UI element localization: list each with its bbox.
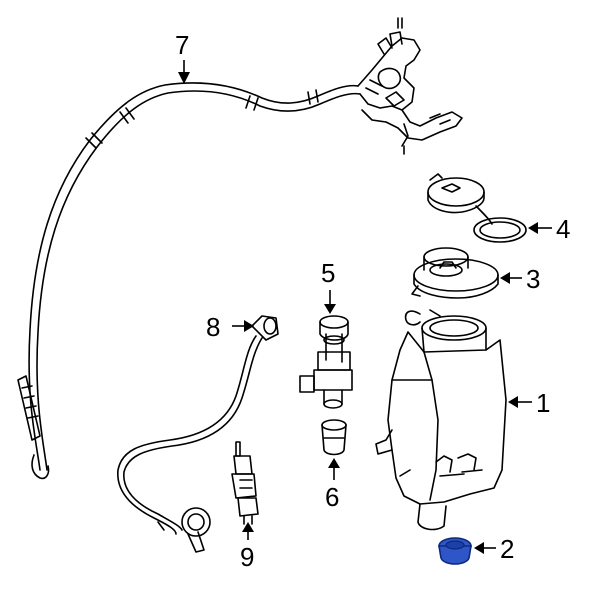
callout-2: 2 (500, 534, 514, 564)
callout-8: 8 (206, 312, 220, 342)
callout-5: 5 (321, 258, 335, 288)
washer-hose[interactable] (17, 17, 463, 480)
washer-reservoir[interactable] (375, 309, 507, 531)
filler-neck[interactable] (411, 247, 499, 299)
callout-leaders (178, 60, 552, 554)
pump-grommet[interactable] (321, 419, 347, 456)
reservoir-plug[interactable] (438, 537, 472, 565)
callout-7: 7 (175, 30, 189, 60)
callout-labels: 7 4 3 5 8 1 6 2 9 (175, 30, 570, 572)
washer-pump[interactable] (299, 315, 353, 409)
callout-9: 9 (240, 542, 254, 572)
filler-cap[interactable] (427, 173, 527, 243)
callout-3: 3 (526, 264, 540, 294)
hose-connector[interactable] (117, 315, 279, 553)
check-valve[interactable] (231, 441, 259, 525)
callout-1: 1 (536, 388, 550, 418)
callout-4: 4 (556, 214, 570, 244)
callout-6: 6 (325, 482, 339, 512)
